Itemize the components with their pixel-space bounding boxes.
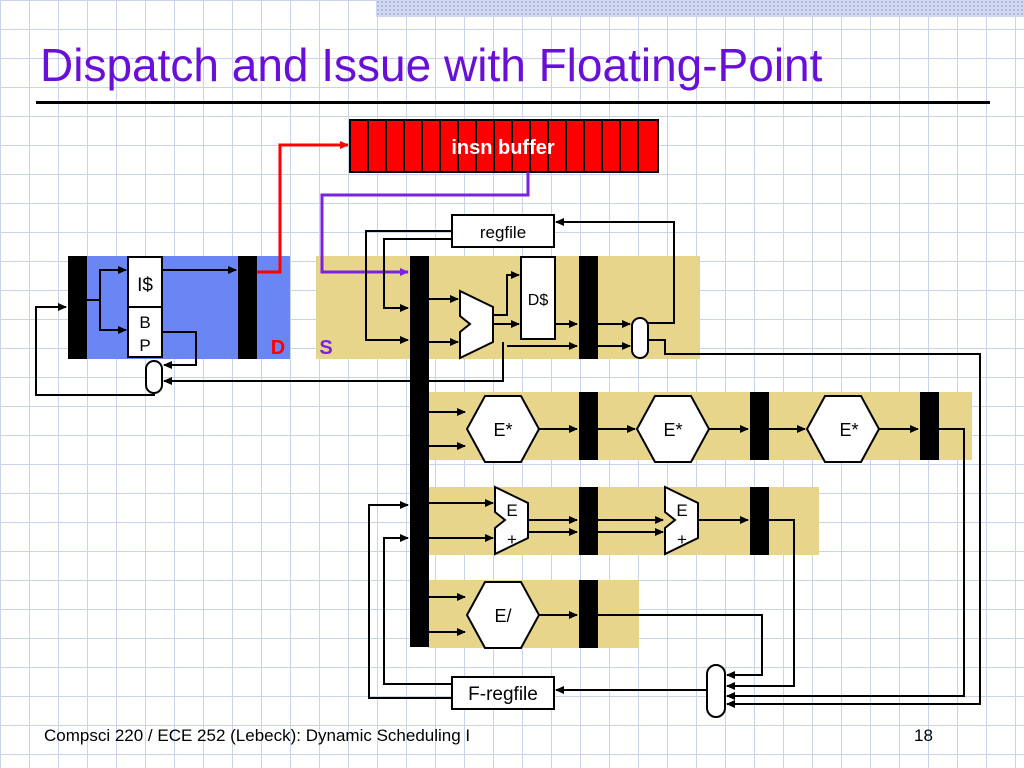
latch-div bbox=[579, 580, 598, 648]
f-regfile: F-regfile bbox=[451, 676, 555, 710]
eadd-label-1b: + bbox=[507, 530, 517, 549]
eadd-label-2a: E bbox=[676, 501, 687, 520]
slide-title: Dispatch and Issue with Floating-Point bbox=[40, 39, 823, 91]
mux-pc bbox=[145, 360, 163, 394]
mux-writeback bbox=[631, 317, 649, 359]
eadd-label-2b: + bbox=[677, 530, 687, 549]
emul-label-1: E* bbox=[493, 420, 512, 440]
title-rule bbox=[36, 101, 990, 104]
emul-label-2: E* bbox=[663, 420, 682, 440]
stage-s-label: S bbox=[319, 337, 332, 359]
icache: I$ bbox=[127, 256, 163, 308]
fp-add-unit-2: E + bbox=[664, 485, 699, 556]
latch-mul-2 bbox=[750, 392, 769, 460]
emul-label-3: E* bbox=[839, 420, 858, 440]
bp-label-line1: B bbox=[139, 313, 150, 332]
eadd-label-1a: E bbox=[506, 501, 517, 520]
fp-mul-unit-3: E* bbox=[805, 395, 881, 463]
stage-d-label: D bbox=[271, 337, 285, 359]
dcache: D$ bbox=[520, 256, 556, 340]
regfile: regfile bbox=[451, 214, 555, 248]
bp-label-line2: P bbox=[139, 336, 150, 355]
latch-fetch-start bbox=[68, 256, 87, 359]
pipeline-latches bbox=[68, 256, 939, 648]
integer-alu bbox=[459, 289, 494, 360]
wire-insn-buffer-to-dispatch bbox=[320, 172, 530, 276]
dcache-label: D$ bbox=[528, 292, 549, 309]
insn-buffer-label: insn buffer bbox=[451, 137, 555, 159]
branch-predictor: B P bbox=[127, 306, 163, 358]
decorative-top-bar bbox=[376, 0, 1024, 17]
ediv-label: E/ bbox=[494, 606, 511, 626]
datapath-wires bbox=[35, 218, 981, 708]
slide-footer: Compsci 220 / ECE 252 (Lebeck): Dynamic … bbox=[44, 726, 471, 745]
latch-dispatch-bus bbox=[410, 256, 429, 647]
fp-add-unit-1: E + bbox=[494, 485, 529, 556]
regfile-label: regfile bbox=[480, 223, 526, 242]
insn-buffer: insn buffer bbox=[349, 119, 659, 173]
latch-add-1 bbox=[579, 487, 598, 555]
wire-fetch-to-insn-buffer bbox=[257, 141, 349, 274]
latch-mul-3 bbox=[920, 392, 939, 460]
latch-add-2 bbox=[750, 487, 769, 555]
mux-fp-writeback bbox=[706, 664, 726, 718]
latch-mem bbox=[579, 256, 598, 359]
f-regfile-label: F-regfile bbox=[468, 684, 538, 705]
icache-label: I$ bbox=[137, 275, 153, 296]
latch-mul-1 bbox=[579, 392, 598, 460]
latch-fd bbox=[238, 256, 257, 359]
page-number: 18 bbox=[914, 726, 933, 745]
